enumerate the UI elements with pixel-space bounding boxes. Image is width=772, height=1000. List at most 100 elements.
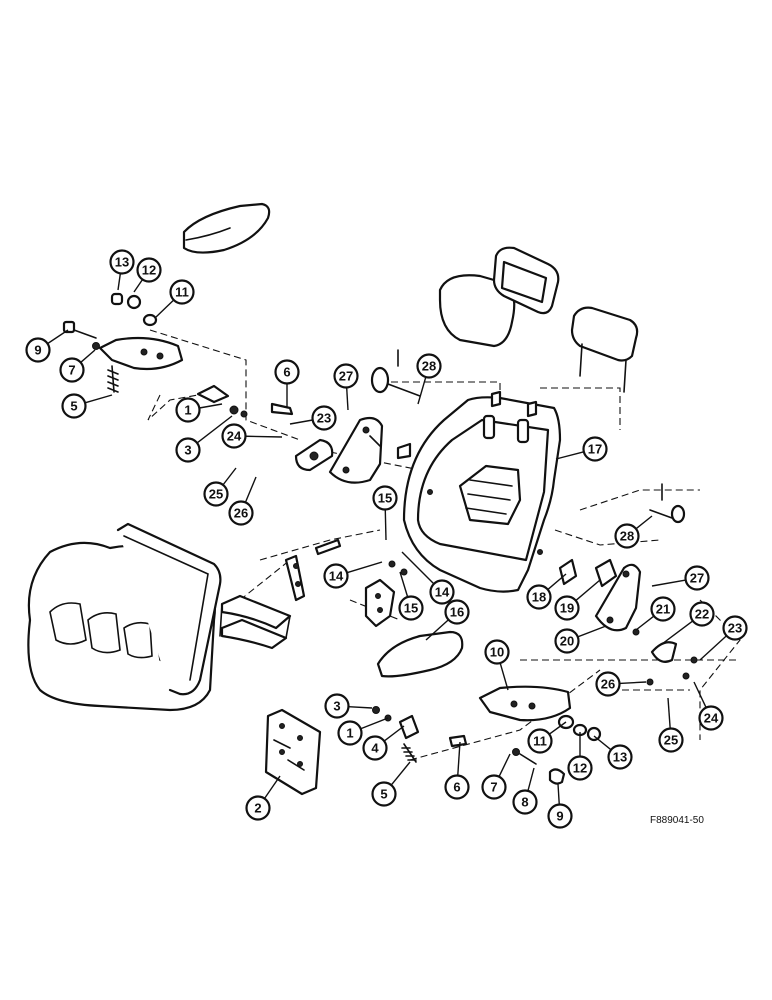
callout-24: 24 — [693, 681, 724, 731]
callout-leader-line — [651, 579, 686, 587]
callout-circle — [398, 595, 424, 621]
callout-16: 16 — [425, 599, 470, 641]
pivot-plate-upper — [294, 438, 334, 472]
callout-leader-line — [593, 735, 612, 751]
callout-5: 5 — [371, 761, 411, 807]
callout-label: 17 — [588, 442, 602, 457]
callout-label: 21 — [656, 602, 670, 617]
callout-15: 15 — [372, 485, 398, 541]
armrest-bracket-lower — [478, 685, 602, 785]
callout-leader-line — [667, 697, 671, 729]
callout-leader-line — [555, 451, 585, 460]
callout-26: 26 — [228, 476, 257, 526]
callout-25: 25 — [203, 467, 237, 507]
armrest-pad-upper — [182, 202, 271, 254]
callout-circle — [722, 615, 748, 641]
callout-9: 9 — [547, 783, 573, 829]
callout-circle — [554, 595, 580, 621]
callout-label: 3 — [333, 699, 340, 714]
callout-label: 15 — [404, 601, 418, 616]
callout-label: 23 — [317, 411, 331, 426]
callout-leader-line — [199, 403, 223, 409]
callout-leader-line — [547, 573, 567, 591]
callout-label: 27 — [339, 369, 353, 384]
callout-leader-line — [346, 561, 383, 574]
callout-circle — [175, 437, 201, 463]
callout-21: 21 — [635, 596, 676, 631]
callout-leader-line — [263, 775, 281, 799]
callout-circle — [371, 781, 397, 807]
callout-circle — [698, 705, 724, 731]
callout-circle — [25, 337, 51, 363]
callout-label: 1 — [346, 726, 353, 741]
callout-leader-line — [417, 376, 427, 405]
callout-leader-line — [548, 721, 567, 735]
callout-label: 18 — [532, 590, 546, 605]
callout-6: 6 — [444, 741, 470, 800]
callout-22: 22 — [661, 601, 715, 645]
callout-label: 10 — [490, 645, 504, 660]
callout-3: 3 — [324, 693, 373, 719]
callout-circle — [614, 523, 640, 549]
armrest-pad-lower — [376, 630, 464, 678]
callout-circle — [221, 423, 247, 449]
callout-14: 14 — [401, 551, 455, 605]
callout-3: 3 — [175, 415, 233, 463]
callout-label: 9 — [34, 343, 41, 358]
callout-7: 7 — [59, 349, 96, 383]
callout-circle — [547, 803, 573, 829]
callout-14: 14 — [323, 561, 383, 589]
callout-23: 23 — [289, 405, 337, 431]
callout-leader-line — [345, 387, 349, 411]
callout-circle — [481, 774, 507, 800]
callout-17: 17 — [555, 436, 608, 462]
callout-label: 15 — [378, 491, 392, 506]
callout-circle — [527, 728, 553, 754]
callout-circle — [136, 257, 162, 283]
callout-circle — [333, 363, 359, 389]
callout-leader-line — [577, 625, 607, 638]
callout-26: 26 — [595, 671, 647, 697]
callout-circle — [311, 405, 337, 431]
callout-12: 12 — [567, 732, 593, 781]
callout-label: 1 — [184, 403, 191, 418]
callout-leader-line — [425, 619, 449, 641]
callout-11: 11 — [527, 721, 567, 754]
seat-back-frame — [402, 390, 562, 593]
callout-label: 6 — [453, 780, 460, 795]
callout-25: 25 — [658, 697, 684, 753]
callout-leader-line — [498, 753, 511, 777]
callout-leader-line — [527, 767, 535, 792]
callout-leader-line — [635, 615, 655, 631]
callout-circle — [337, 720, 363, 746]
callout-circle — [607, 744, 633, 770]
callout-label: 25 — [664, 733, 678, 748]
callout-leader-line — [222, 467, 237, 486]
callout-leader-line — [84, 394, 113, 404]
callout-19: 19 — [554, 579, 601, 621]
callout-28: 28 — [416, 353, 442, 405]
callout-label: 3 — [184, 443, 191, 458]
callout-label: 19 — [560, 601, 574, 616]
callout-leader-line — [47, 329, 69, 345]
callout-leader-line — [348, 705, 373, 709]
callout-label: 25 — [209, 487, 223, 502]
callout-label: 16 — [450, 605, 464, 620]
callout-label: 14 — [435, 585, 450, 600]
side-bracket — [364, 560, 408, 628]
callout-label: 27 — [690, 571, 704, 586]
callout-27: 27 — [651, 565, 710, 591]
callout-leader-line — [390, 761, 411, 786]
callout-label: 9 — [556, 809, 563, 824]
callout-leader-line — [401, 551, 435, 585]
callout-4: 4 — [362, 725, 405, 761]
callout-circle — [228, 500, 254, 526]
callout-circle — [554, 628, 580, 654]
callout-label: 5 — [70, 399, 77, 414]
callout-circle — [444, 599, 470, 625]
callout-circle — [274, 359, 300, 385]
callout-circle — [61, 393, 87, 419]
headrest-pad — [438, 274, 516, 348]
callout-circle — [484, 639, 510, 665]
callout-circle — [245, 795, 271, 821]
